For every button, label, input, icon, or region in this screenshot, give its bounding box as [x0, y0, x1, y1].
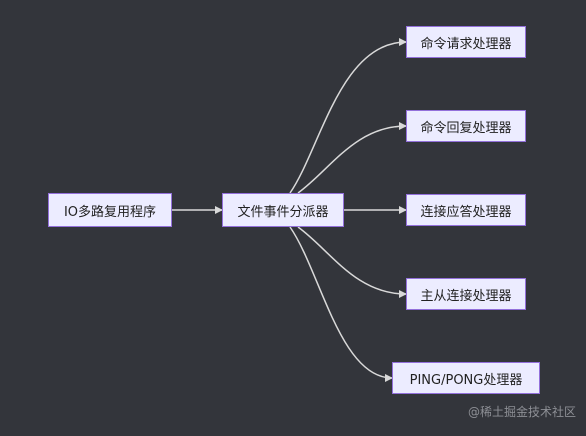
- edge-dispatcher-to-master-slave: [297, 226, 407, 298]
- connection-accept-handler-node: 连接应答处理器: [406, 194, 526, 226]
- edge-dispatcher-to-ping-pong: [289, 226, 393, 382]
- edge-dispatcher-to-command-request: [289, 38, 407, 194]
- file-event-dispatcher-node: 文件事件分派器: [222, 193, 344, 227]
- edge-dispatcher-to-command-reply: [297, 122, 407, 194]
- io-multiplexer-node: IO多路复用程序: [48, 193, 172, 227]
- master-slave-connection-handler-label: 主从连接处理器: [420, 288, 512, 304]
- ping-pong-handler-node: PING/PONG处理器: [392, 362, 540, 394]
- command-request-handler-node: 命令请求处理器: [406, 26, 526, 58]
- command-reply-handler-node: 命令回复处理器: [406, 110, 526, 142]
- command-request-handler-label: 命令请求处理器: [420, 36, 512, 52]
- connection-accept-handler-label: 连接应答处理器: [420, 204, 512, 220]
- master-slave-connection-handler-node: 主从连接处理器: [406, 278, 526, 310]
- io-multiplexer-label: IO多路复用程序: [63, 204, 157, 220]
- ping-pong-handler-label: PING/PONG处理器: [409, 372, 523, 388]
- command-reply-handler-label: 命令回复处理器: [420, 120, 512, 136]
- file-event-dispatcher-label: 文件事件分派器: [237, 204, 329, 220]
- watermark: @稀土掘金技术社区: [467, 405, 576, 419]
